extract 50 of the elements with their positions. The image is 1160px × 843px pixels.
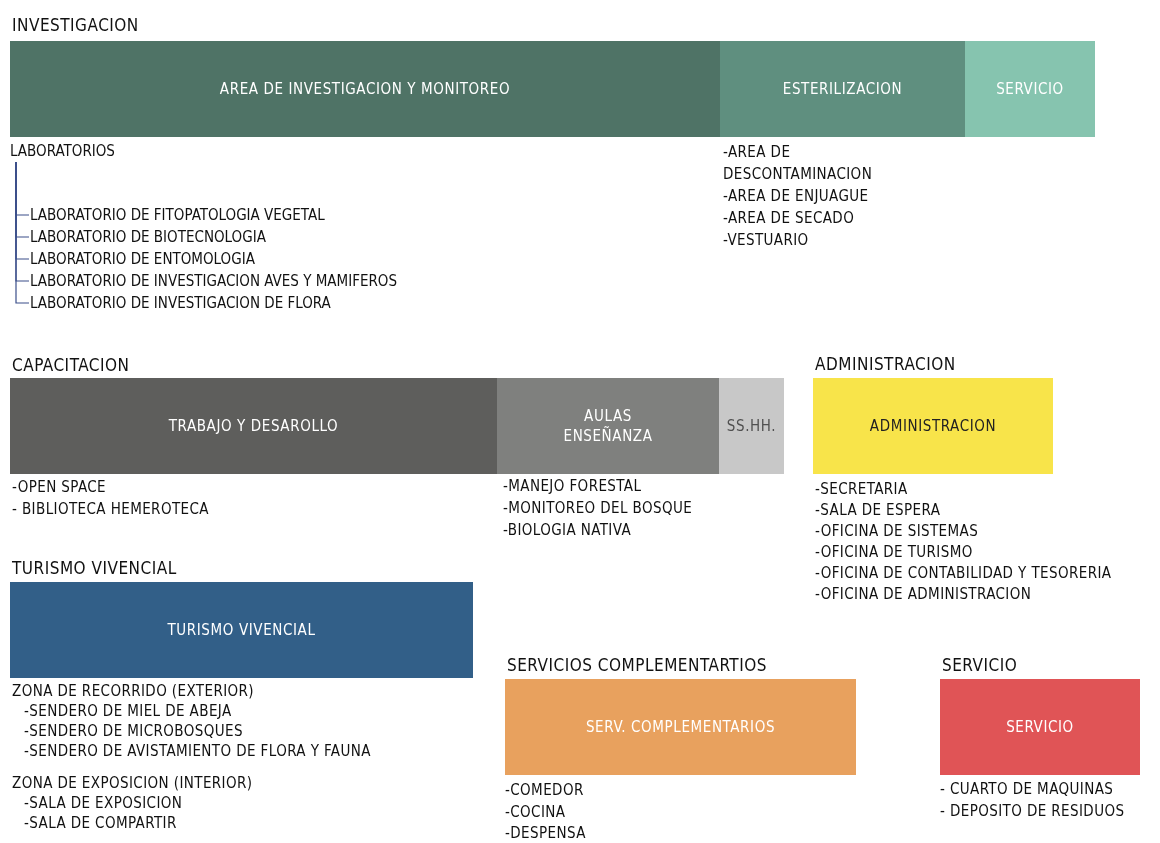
list-item: -MANEJO FORESTAL — [503, 476, 642, 496]
list-text: LABORATORIO DE INVESTIGACION DE FLORA — [30, 293, 331, 313]
list-item: -VESTUARIO — [723, 230, 810, 251]
bar-label: TURISMO VIVENCIAL — [167, 620, 316, 640]
list-item: -SENDERO DE AVISTAMIENTO DE FLORA Y FAUNA — [24, 741, 371, 761]
bar-label: SERVICIO — [996, 79, 1064, 99]
list-item: -OFICINA DE TURISMO — [815, 542, 973, 562]
list-item: -COMEDOR — [505, 780, 584, 800]
list-text: LABORATORIO DE INVESTIGACION AVES Y MAMIFEROS — [30, 271, 398, 291]
list-item: -AREA DE ENJUAGUE — [723, 186, 870, 207]
section-heading: SERVICIOS COMPLEMENTARTIOS — [507, 655, 767, 675]
list-item: ZONA DE RECORRIDO (EXTERIOR) — [12, 681, 254, 701]
bar-label: AREA DE INVESTIGACION Y MONITOREO — [219, 79, 511, 99]
section-heading: CAPACITACION — [12, 355, 130, 375]
list-text: LABORATORIOS — [10, 141, 115, 161]
list-item: - CUARTO DE MAQUINAS — [940, 779, 1114, 799]
bar-label: TRABAJO Y DESAROLLO — [168, 416, 339, 436]
list-item: -COCINA — [505, 801, 566, 822]
list-item: -SALA DE EXPOSICION — [24, 793, 183, 813]
list-item: -DESPENSA — [505, 823, 586, 843]
list-item: - DEPOSITO DE RESIDUOS — [940, 800, 1125, 821]
bar-label: SERVICIO — [1006, 717, 1074, 737]
list-item: -OFICINA DE CONTABILIDAD Y TESORERIA — [815, 563, 1112, 583]
list-text: LABORATORIO DE BIOTECNOLOGIA — [30, 227, 266, 247]
list-item: -SALA DE COMPARTIR — [24, 813, 177, 833]
bar-label: AULAS ENSEÑANZA — [562, 406, 654, 446]
list-item: -OFICINA DE ADMINISTRACION — [815, 584, 1032, 604]
list-item: ZONA DE EXPOSICION (INTERIOR) — [12, 773, 253, 793]
list-item: -SENDERO DE MIEL DE ABEJA — [24, 701, 232, 721]
list-item: -OFICINA DE SISTEMAS — [815, 521, 979, 541]
list-item: -AREA DE SECADO — [723, 208, 856, 229]
list-text: LABORATORIO DE FITOPATOLOGIA VEGETAL — [30, 205, 325, 225]
section-heading: TURISMO VIVENCIAL — [12, 558, 177, 578]
section-heading: INVESTIGACION — [12, 15, 139, 35]
list-item: -SECRETARIA — [815, 479, 908, 499]
list-text: LABORATORIO DE ENTOMOLOGIA — [30, 249, 255, 269]
list-item: -SENDERO DE MICROBOSQUES — [24, 721, 243, 741]
bar-label: SS.HH. — [726, 416, 777, 436]
bar-label: SERV. COMPLEMENTARIOS — [585, 717, 776, 737]
tree-line — [15, 161, 30, 304]
list-item: - BIBLIOTECA HEMEROTECA — [12, 499, 209, 519]
bar-label: ESTERILIZACION — [782, 79, 903, 99]
bar-label: ADMINISTRACION — [869, 416, 997, 436]
section-heading: ADMINISTRACION — [815, 354, 956, 374]
list-item: -SALA DE ESPERA — [815, 500, 941, 520]
list-item: -OPEN SPACE — [12, 477, 106, 497]
section-heading: SERVICIO — [942, 655, 1018, 675]
list-item: -AREA DE DESCONTAMINACION — [723, 142, 874, 185]
list-item: -BIOLOGIA NATIVA — [503, 520, 631, 540]
list-item: -MONITOREO DEL BOSQUE — [503, 498, 693, 518]
